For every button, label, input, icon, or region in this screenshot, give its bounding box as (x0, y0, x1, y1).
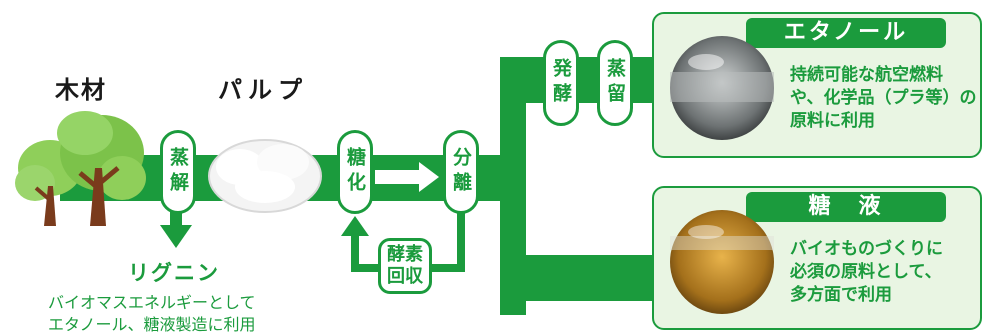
ethanol-desc: 持続可能な航空燃料 や、化学品（プラ等）の 原料に利用 (790, 64, 977, 133)
ethanol-flask-image (670, 36, 774, 140)
enzyme-recovery-line2: 回収 (387, 266, 423, 287)
lignin-label: リグニン (128, 261, 220, 285)
sugar-desc-line1: バイオものづくりに (790, 239, 943, 259)
ethanol-title: エタノール (746, 18, 946, 48)
step-distillation: 蒸留 (597, 40, 633, 126)
lignin-arrow-head (160, 225, 192, 248)
step-enzyme-recovery: 酵素 回収 (378, 238, 432, 294)
lignin-desc-line2: エタノール、糖液製造に利用 (48, 315, 256, 334)
step-saccharification: 糖化 (337, 130, 373, 214)
sugar-desc-line3: 多方面で利用 (790, 285, 892, 305)
lower-branch-band (500, 255, 660, 301)
step-fermentation: 発酵 (543, 40, 579, 126)
sugar-panel: 糖 液 バイオものづくりに 必須の原料として、 多方面で利用 (652, 186, 982, 330)
upper-branch-band (500, 57, 660, 103)
ethanol-desc-line3: 原料に利用 (790, 111, 875, 131)
ethanol-desc-line2: や、化学品（プラ等）の (790, 88, 977, 108)
ethanol-panel: エタノール 持続可能な航空燃料 や、化学品（プラ等）の 原料に利用 (652, 12, 982, 158)
step-steam-explosion: 蒸解 (160, 130, 196, 214)
lignin-desc-line1: バイオマスエネルギーとして (48, 293, 256, 312)
enzyme-loop-arrowhead (341, 216, 369, 236)
step-separation: 分離 (443, 130, 479, 214)
pulp-label: パルプ (218, 76, 308, 104)
ethanol-desc-line1: 持続可能な航空燃料 (790, 65, 943, 85)
sugar-title: 糖 液 (746, 192, 946, 222)
enzyme-recovery-line1: 酵素 (387, 244, 423, 265)
wood-label: 木材 (55, 76, 107, 104)
sugar-flask-image (670, 210, 774, 314)
sugar-desc: バイオものづくりに 必須の原料として、 多方面で利用 (790, 238, 943, 307)
tree-illustration (15, 111, 146, 226)
inner-arrow-head (419, 162, 439, 192)
pulp-illustration (208, 139, 322, 213)
inner-arrow-shaft (375, 170, 421, 184)
sugar-desc-line2: 必須の原料として、 (790, 262, 942, 282)
